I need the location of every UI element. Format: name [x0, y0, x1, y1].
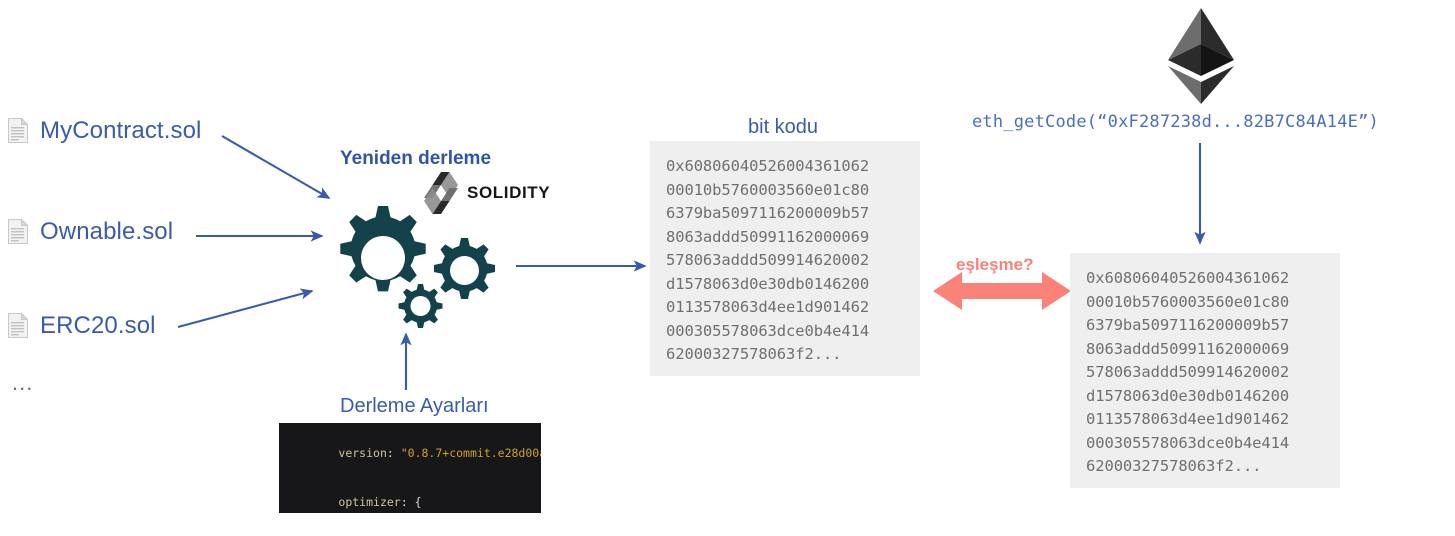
compiler-settings-title: Derleme Ayarları [340, 395, 489, 417]
document-icon [8, 219, 28, 244]
source-file-label: Ownable.sol [40, 217, 174, 245]
source-file-label: ERC20.sol [40, 311, 156, 339]
gears-icon [318, 196, 518, 341]
onchain-bytecode-box: 0x60806040526004361062 00010b5760003560e… [1070, 253, 1340, 488]
ethereum-logo-icon [1168, 8, 1234, 109]
solidity-wordmark: SOLIDITY [467, 183, 551, 202]
solidity-logo-icon: SOLIDITY [424, 172, 550, 214]
arrow-erc20-to-compiler [177, 288, 314, 329]
compiler-settings-code[interactable]: version: "0.8.7+commit.e28d00a7", optimi… [279, 423, 541, 513]
source-file-mycontract[interactable]: MyContract.sol [8, 118, 201, 143]
document-icon [8, 118, 28, 143]
recompile-title: Yeniden derleme [340, 148, 492, 169]
document-icon [8, 313, 28, 338]
match-question-label: eşleşme? [956, 255, 1034, 274]
source-file-erc20[interactable]: ERC20.sol [8, 313, 156, 338]
code-line-optimizer: optimizer: { [338, 495, 422, 510]
arrow-mycontract-to-compiler [221, 135, 331, 199]
source-file-ownable[interactable]: Ownable.sol [8, 219, 173, 244]
recompiled-bytecode-box: 0x60806040526004361062 00010b5760003560e… [650, 141, 920, 376]
solidity-mark-icon [424, 172, 458, 214]
eth-getcode-call: eth_getCode(“0xF287238d...82B7C84A14E”) [972, 112, 1379, 132]
source-file-label: MyContract.sol [40, 116, 202, 144]
match-double-arrow [933, 272, 1071, 310]
source-files-more: ... [12, 370, 34, 395]
code-line-version: version: "0.8.7+commit.e28d00a7", [338, 446, 541, 461]
bytecode-label: bit kodu [748, 116, 819, 138]
